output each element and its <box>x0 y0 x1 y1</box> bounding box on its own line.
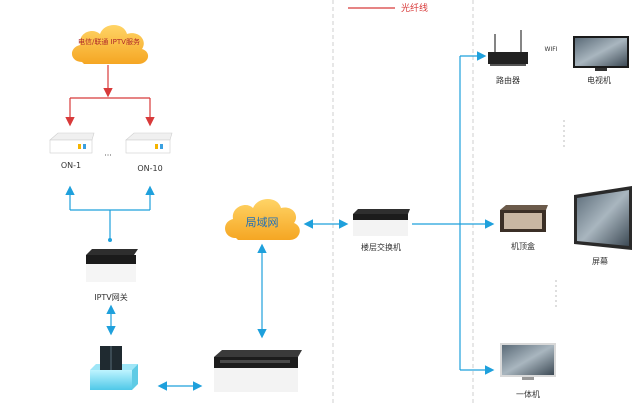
onu-right-label: ON-10 <box>137 164 162 173</box>
lan-cloud-shape <box>225 199 300 240</box>
legend: 光纤线 <box>348 2 428 14</box>
iptv-gateway-label: IPTV网关 <box>94 292 128 302</box>
onu-right: ON-10 <box>125 132 173 173</box>
tv-top-label: 电视机 <box>587 75 611 85</box>
ad-screen-label: 屏幕 <box>592 256 608 266</box>
fiber-links <box>65 65 155 127</box>
storage-device <box>90 346 138 390</box>
iptv-gateway: IPTV网关 <box>86 249 138 302</box>
ad-screen: 屏幕 <box>574 186 632 266</box>
top-cloud-shape <box>71 25 149 64</box>
legend-label: 光纤线 <box>401 2 428 14</box>
onu-left-label: ON-1 <box>61 161 81 170</box>
onu-to-gateway-links <box>65 185 155 242</box>
media-box: 机顶盒 <box>500 205 548 251</box>
distribution-links <box>412 51 495 375</box>
all-in-one-label: 一体机 <box>516 389 540 399</box>
all-in-one: 一体机 <box>500 343 556 399</box>
media-box-label: 机顶盒 <box>511 241 535 251</box>
wifi-label: WIFI <box>545 46 558 53</box>
lan-cloud-label: 局域网 <box>246 216 279 229</box>
access-switch: 楼层交换机 <box>353 209 410 252</box>
top-cloud: 电信/联通 IPTV服务 <box>71 25 149 64</box>
onu-left: ON-1 <box>49 132 95 170</box>
lan-cloud: 局域网 <box>225 199 300 240</box>
onu-ellipsis: ··· <box>104 151 112 160</box>
router: 路由器 <box>488 30 528 85</box>
top-cloud-label: 电信/联通 IPTV服务 <box>78 37 140 46</box>
router-label: 路由器 <box>496 75 520 85</box>
tv-top: 电视机 <box>573 36 629 85</box>
access-switch-label: 楼层交换机 <box>361 242 401 252</box>
core-switch <box>214 350 302 392</box>
